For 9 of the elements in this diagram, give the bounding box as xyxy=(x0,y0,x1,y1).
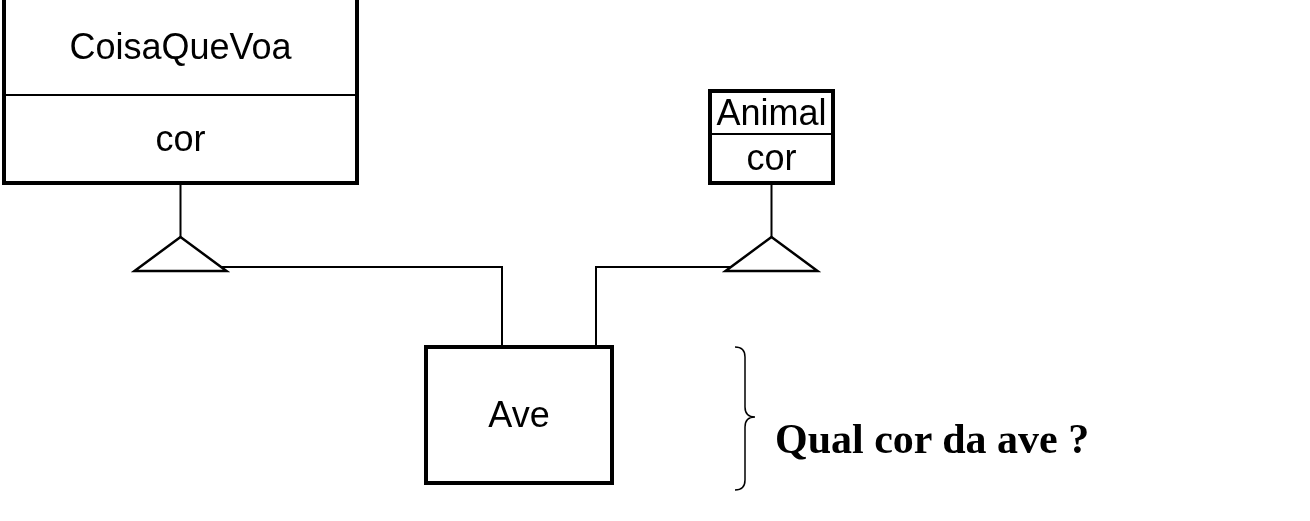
class-name: Animal xyxy=(715,93,828,133)
attribute-text: cor xyxy=(6,94,355,181)
question-text: Qual cor da ave ? xyxy=(775,415,1090,463)
class-box xyxy=(2,0,359,185)
class-box xyxy=(424,345,614,485)
attribute-text: cor xyxy=(712,133,831,181)
class-box xyxy=(708,89,835,185)
class-name: CoisaQueVoa xyxy=(68,25,293,69)
class-name: Ave xyxy=(487,393,551,437)
